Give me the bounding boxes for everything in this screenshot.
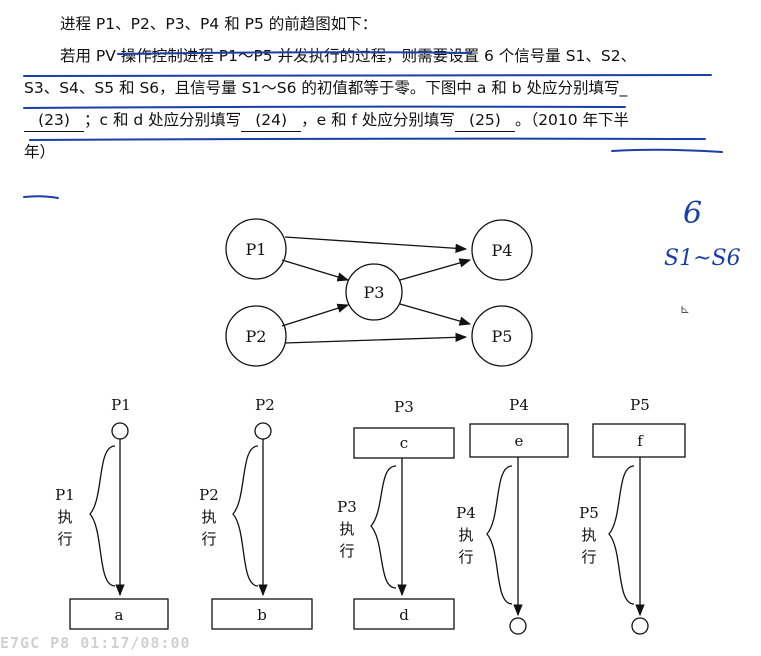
flow-p3-side-3: 行 bbox=[339, 542, 354, 560]
flow-p1-label: P1 bbox=[111, 396, 131, 414]
flow-p3-box-d-label: d bbox=[399, 606, 409, 624]
question-tail: 。（2010 年下半 bbox=[514, 111, 630, 129]
flow-p2-box-b-label: b bbox=[257, 606, 267, 624]
edge-p3-p5 bbox=[399, 303, 472, 326]
flow-p3-box-d bbox=[353, 598, 455, 630]
question-line-2: 若用 PV 操作控制进程 P1～P5 并发执行的过程，则需要设置 6 个信号量 … bbox=[60, 47, 637, 65]
answer-blank-24: (24) bbox=[241, 109, 302, 132]
question-text: 进程 P1、P2、P3、P4 和 P5 的前趋图如下： 若用 PV 操作控制进程… bbox=[24, 8, 736, 168]
flow-p1-side-2: 执 bbox=[57, 508, 72, 526]
node-p5: P5 bbox=[492, 327, 513, 346]
flow-p3-box-c-label: c bbox=[400, 434, 408, 452]
flow-p2-label: P2 bbox=[255, 396, 275, 414]
node-p4: P4 bbox=[492, 241, 513, 260]
flow-p2-start-circle bbox=[254, 422, 272, 440]
flow-p5-box-f-label: f bbox=[637, 432, 644, 450]
flow-p4-box-e-label: e bbox=[515, 432, 524, 450]
flow-diagrams bbox=[69, 422, 686, 635]
flow-p1-box-a bbox=[69, 598, 169, 630]
flow-p2-side-3: 行 bbox=[201, 530, 216, 548]
flow-p3-side-1: P3 bbox=[337, 498, 357, 516]
edge-p1-p4 bbox=[284, 236, 468, 253]
node-p1: P1 bbox=[246, 240, 267, 259]
flow-p1-side-3: 行 bbox=[57, 530, 72, 548]
answer-blank-23: (23) bbox=[24, 109, 84, 132]
node-p5-circle bbox=[471, 305, 533, 367]
video-timestamp-watermark: E7GC P8 01:17/08:00 bbox=[0, 634, 191, 652]
flow-p5-side-3: 行 bbox=[581, 548, 596, 566]
question-line-3: S3、S4、S5 和 S6，且信号量 S1～S6 的初值都等于零。下图中 a 和… bbox=[24, 79, 628, 97]
flow-p2-side-2: 执 bbox=[201, 508, 216, 526]
flow-p5-side-2: 执 bbox=[581, 526, 596, 544]
flow-p1-side-1: P1 bbox=[55, 486, 75, 504]
flow-p3-box-c bbox=[353, 427, 455, 459]
edge-p1-p3 bbox=[281, 259, 350, 282]
node-p3-circle bbox=[345, 263, 403, 321]
flow-p4-box-e bbox=[469, 423, 569, 458]
handwritten-number: 6 bbox=[683, 196, 703, 231]
precedence-graph bbox=[225, 218, 533, 367]
flow-p5-label: P5 bbox=[630, 396, 650, 414]
flow-p5-brace bbox=[608, 465, 635, 605]
flow-p4-side-1: P4 bbox=[456, 504, 476, 522]
question-line-4: (23)；c 和 d 处应分别填写(24)，e 和 f 处应分别填写(25)。（… bbox=[24, 104, 736, 136]
question-line-5: 年） bbox=[24, 143, 56, 161]
question-mid-1: ；c 和 d 处应分别填写 bbox=[84, 111, 242, 129]
flow-p2-box-b bbox=[211, 598, 313, 630]
flow-p4-side-2: 执 bbox=[458, 526, 473, 544]
flow-p2-side-1: P2 bbox=[199, 486, 219, 504]
edge-p3-p4 bbox=[399, 258, 472, 281]
flow-p1-box-a-label: a bbox=[115, 606, 124, 624]
node-p1-circle bbox=[225, 218, 287, 280]
flow-p5-end-circle bbox=[631, 617, 649, 635]
question-mid-2: ，e 和 f 处应分别填写 bbox=[301, 111, 455, 129]
node-p4-circle bbox=[471, 219, 533, 281]
flow-p3-brace bbox=[370, 465, 397, 589]
question-line-1: 进程 P1、P2、P3、P4 和 P5 的前趋图如下： bbox=[60, 15, 378, 33]
flow-p4-side-3: 行 bbox=[458, 548, 473, 566]
node-p2: P2 bbox=[246, 327, 267, 346]
answer-blank-25: (25) bbox=[454, 109, 515, 132]
flow-p1-brace bbox=[89, 445, 116, 587]
node-p2-circle bbox=[225, 305, 287, 367]
flow-p3-label: P3 bbox=[394, 398, 414, 416]
flow-p4-label: P4 bbox=[509, 396, 529, 414]
edge-p2-p5 bbox=[284, 332, 468, 344]
handwritten-range: S1~S6 bbox=[664, 246, 741, 271]
flow-p4-end-circle bbox=[509, 617, 527, 635]
flow-p4-brace bbox=[486, 465, 513, 605]
flow-p1-start-circle bbox=[111, 422, 129, 440]
flow-p5-side-1: P5 bbox=[579, 504, 599, 522]
mouse-cursor-icon: ⊾ bbox=[680, 302, 691, 316]
handwritten-underlines bbox=[23, 51, 723, 199]
flow-p5-box-f bbox=[592, 423, 686, 458]
edge-p2-p3 bbox=[281, 303, 350, 327]
flow-p3-side-2: 执 bbox=[339, 520, 354, 538]
flow-p2-brace bbox=[232, 445, 259, 587]
node-p3: P3 bbox=[364, 283, 385, 302]
